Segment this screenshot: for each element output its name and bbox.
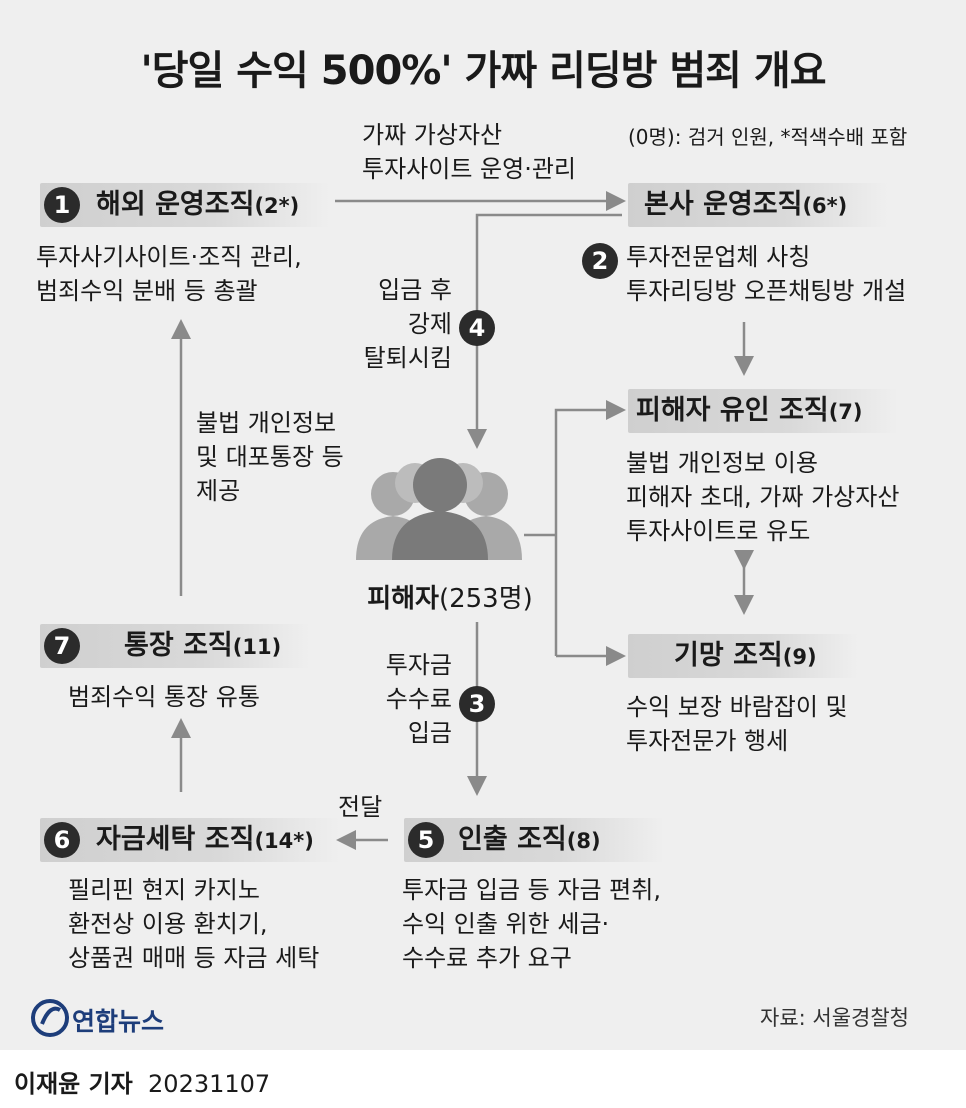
node-hq-header	[628, 183, 888, 227]
edge-label-account-overseas: 불법 개인정보 및 대포통장 등 제공	[196, 409, 344, 505]
brand-name: 연합뉴스	[72, 1007, 165, 1036]
source-note: 자료: 서울경찰청	[760, 1006, 909, 1030]
badge-3: 3	[459, 686, 495, 722]
node-deceive-desc: 수익 보장 바람잡이 및 투자전문가 행세	[626, 693, 848, 755]
edge-label-transfer: 전달	[338, 793, 383, 821]
node-account-desc: 범죄수익 통장 유통	[68, 683, 260, 711]
node-overseas-title: 해외 운영조직(2*)	[96, 189, 300, 220]
brand-logo-icon	[31, 999, 69, 1037]
victim-label: 피해자(253명)	[367, 584, 533, 614]
badge-6: 6	[44, 822, 80, 858]
node-deceive-header	[628, 634, 858, 678]
page-title: '당일 수익 500%' 가짜 리딩방 범죄 개요	[140, 48, 826, 94]
badge-1: 1	[44, 187, 80, 223]
node-lure-header	[628, 389, 898, 433]
node-overseas-header	[40, 183, 330, 227]
node-lure-title: 피해자 유인 조직(7)	[636, 395, 863, 426]
node-withdraw-title: 인출 조직(8)	[458, 824, 601, 855]
byline: 이재윤 기자 20231107	[14, 1070, 271, 1098]
edge-label-step3: 투자금 수수료 입금	[385, 651, 452, 747]
node-account-header	[40, 624, 310, 668]
badge-5: 5	[408, 822, 444, 858]
edge-label-step4: 입금 후 강제 탈퇴시킴	[363, 276, 452, 372]
node-overseas-desc: 투자사기사이트·조직 관리, 범죄수익 분배 등 총괄	[36, 243, 302, 305]
node-laundering-desc: 필리핀 현지 카지노 환전상 이용 환치기, 상품권 매매 등 자금 세탁	[68, 876, 320, 972]
node-withdraw-desc: 투자금 입금 등 자금 편취, 수익 인출 위한 세금· 수수료 추가 요구	[402, 876, 661, 972]
legend-note: (0명): 검거 인원, *적색수배 포함	[628, 125, 908, 149]
node-account-title: 통장 조직(11)	[124, 630, 282, 661]
node-lure-desc: 불법 개인정보 이용 피해자 초대, 가짜 가상자산 투자사이트로 유도	[626, 449, 900, 545]
node-hq-desc: 투자전문업체 사칭 투자리딩방 오픈채팅방 개설	[626, 243, 907, 305]
node-hq-title: 본사 운영조직(6*)	[644, 189, 848, 220]
edge-label-overseas-hq: 가짜 가상자산 투자사이트 운영·관리	[362, 121, 576, 183]
arrow-branch-to-lure	[554, 400, 626, 656]
victims-silhouette-icon	[356, 458, 522, 560]
badge-2: 2	[582, 243, 618, 279]
node-laundering-title: 자금세탁 조직(14*)	[96, 824, 314, 855]
badge-7: 7	[44, 628, 80, 664]
node-laundering-header	[40, 818, 340, 862]
node-deceive-title: 기망 조직(9)	[674, 640, 817, 671]
arrow-hq-to-victim	[467, 213, 622, 449]
node-withdraw-header	[404, 818, 664, 862]
badge-4: 4	[459, 310, 495, 346]
